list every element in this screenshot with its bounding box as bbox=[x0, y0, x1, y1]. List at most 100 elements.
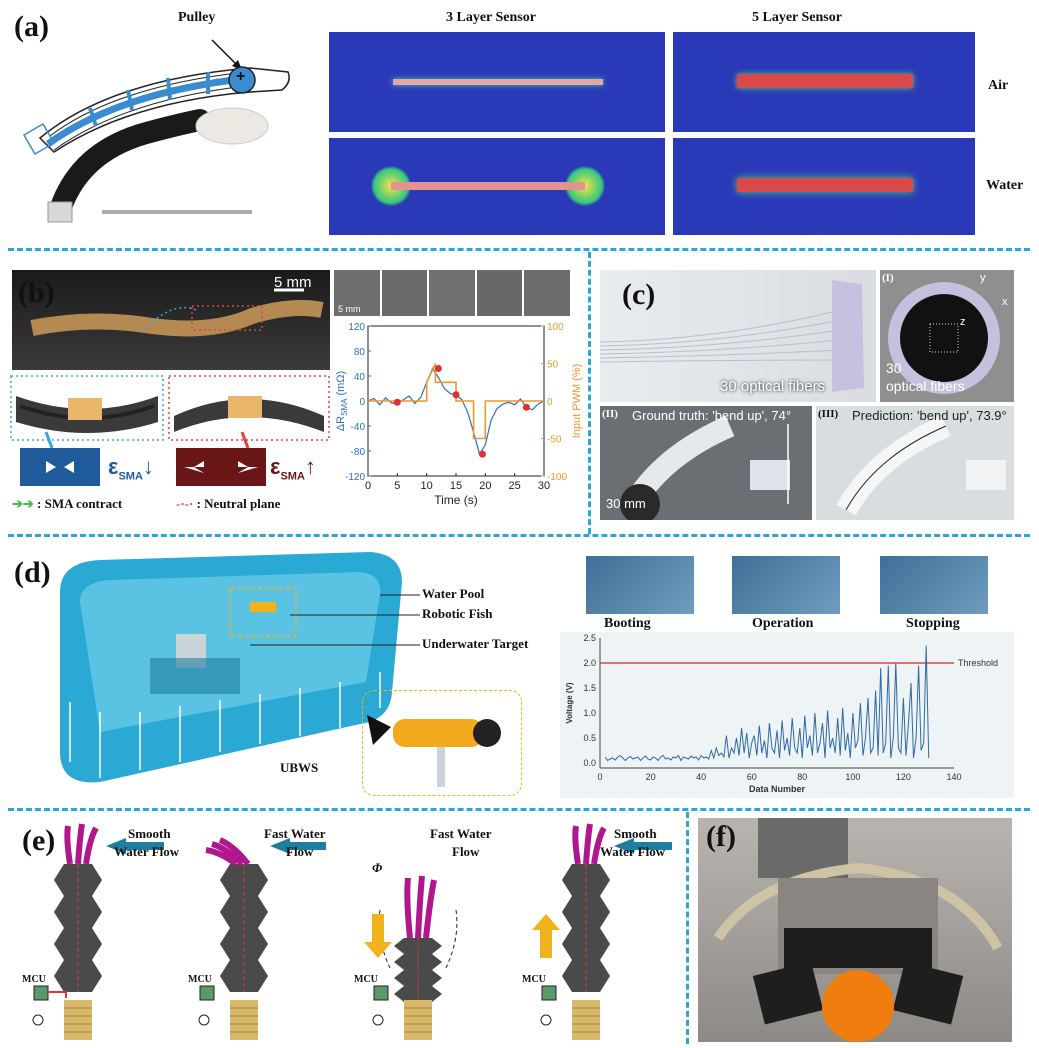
prediction-photo bbox=[816, 406, 1014, 520]
y-tick-label: 0.0 bbox=[583, 758, 596, 768]
c-inset1-tag: (I) bbox=[882, 272, 894, 284]
data-marker bbox=[522, 403, 530, 411]
y-tick-label-left: -80 bbox=[351, 447, 366, 458]
mcu-2: MCU bbox=[188, 974, 212, 985]
flow-2-line2: Flow bbox=[286, 844, 314, 859]
x-tick-label: 140 bbox=[946, 772, 961, 782]
x-tick-label: 40 bbox=[696, 772, 706, 782]
mcu-4: MCU bbox=[522, 974, 546, 985]
sim-3-air bbox=[329, 32, 665, 132]
flow-1-line1: Smooth bbox=[128, 826, 171, 841]
x-tick-label: 0 bbox=[365, 480, 371, 492]
fiber-photo bbox=[600, 270, 876, 402]
c-axis-x: x bbox=[1002, 296, 1008, 308]
sim-5-air bbox=[673, 32, 975, 132]
divider-mid bbox=[8, 534, 1030, 537]
panel-e-label: (e) bbox=[22, 824, 56, 857]
legend-contract: ➔➔ : SMA contract bbox=[12, 496, 122, 512]
c-inset2-tag: (II) bbox=[602, 408, 618, 420]
stage-photo-stopping bbox=[880, 556, 988, 614]
b-frame bbox=[476, 270, 523, 316]
x-axis-label: Time (s) bbox=[434, 493, 478, 507]
stage-stopping: Stopping bbox=[906, 616, 960, 631]
pulley-symbol: + bbox=[236, 68, 246, 85]
x-tick-label: 80 bbox=[797, 772, 807, 782]
y-tick-label-right: 100 bbox=[547, 322, 564, 333]
double-arrow-icon: ➔➔ bbox=[12, 496, 34, 511]
stage-operation: Operation bbox=[752, 616, 814, 631]
legend-contract-text: : SMA contract bbox=[37, 496, 123, 511]
mcu-1: MCU bbox=[22, 974, 46, 985]
c-scale-bar: 30 mm bbox=[606, 496, 646, 511]
b-strip-scale: 5 mm bbox=[338, 304, 361, 314]
data-marker bbox=[434, 365, 442, 372]
y-tick-label: 2.5 bbox=[583, 633, 596, 643]
x-tick-label: 100 bbox=[845, 772, 860, 782]
c-inset3-label: Prediction: 'bend up', 73.9° bbox=[852, 408, 1007, 423]
mcu-3: MCU bbox=[354, 974, 378, 985]
panel-a-label: (a) bbox=[14, 10, 49, 43]
y-axis-label-right: Input PWM (%) bbox=[571, 364, 583, 439]
x-tick-label: 30 bbox=[538, 480, 550, 492]
ground-truth-photo bbox=[600, 406, 812, 520]
flow-4-line1: Smooth bbox=[614, 826, 657, 841]
gripper-photo bbox=[698, 818, 1012, 1042]
d-stage-photos bbox=[586, 556, 994, 614]
b-frame bbox=[524, 270, 570, 316]
bellows-illustration bbox=[32, 823, 672, 1041]
divider-ef bbox=[686, 812, 689, 1044]
y-tick-label-right: -50 bbox=[547, 435, 562, 446]
legend-neutral-text: : Neutral plane bbox=[196, 496, 281, 511]
arrow-down-icon: ↓ bbox=[142, 454, 154, 479]
sensor-strip-photo bbox=[12, 270, 330, 370]
col-3-layer: 3 Layer Sensor bbox=[446, 10, 536, 25]
x-axis-label: Data Number bbox=[749, 784, 806, 794]
y-tick-label-right: -100 bbox=[547, 472, 567, 483]
b-frame bbox=[381, 270, 428, 316]
phi-label: Φ bbox=[372, 860, 383, 875]
y-label-left-unit: (mΩ) bbox=[335, 371, 347, 399]
y-tick-label-left: 0 bbox=[359, 397, 365, 408]
y-axis-label: Voltage (V) bbox=[565, 682, 574, 724]
label-robotic-fish: Robotic Fish bbox=[422, 606, 493, 621]
bending-schematic bbox=[10, 375, 330, 486]
x-tick-label: 25 bbox=[509, 480, 521, 492]
eps-down-sub: SMA bbox=[118, 470, 143, 483]
arrow-up-icon: ↑ bbox=[304, 454, 316, 479]
series-line-1 bbox=[367, 367, 545, 456]
divider-top bbox=[8, 248, 1030, 251]
threshold-label: Threshold bbox=[958, 658, 998, 668]
label-water-pool: Water Pool bbox=[422, 586, 485, 601]
fiber-cross-section bbox=[880, 270, 1014, 402]
y-tick-label-left: 80 bbox=[354, 347, 366, 358]
c-inset1-label-1: 30 bbox=[886, 360, 902, 376]
label-underwater-target: Underwater Target bbox=[422, 636, 529, 651]
y-tick-label-left: -40 bbox=[351, 422, 366, 433]
x-tick-label: 15 bbox=[450, 480, 462, 492]
pulley-label: Pulley bbox=[178, 10, 216, 25]
stage-photo-operation bbox=[732, 556, 840, 614]
data-marker bbox=[452, 391, 460, 399]
panel-c-label: (c) bbox=[622, 278, 656, 311]
panel-b-label: (b) bbox=[18, 276, 55, 309]
c-inset2-label: Ground truth: 'bend up', 74° bbox=[632, 408, 792, 423]
data-marker bbox=[393, 398, 401, 406]
y-axis-label-left: ΔRSMA (mΩ) bbox=[335, 371, 349, 431]
divider-bc bbox=[588, 252, 591, 534]
dashdot-line-icon: -·-· bbox=[176, 496, 194, 511]
x-tick-label: 20 bbox=[479, 480, 491, 492]
data-marker bbox=[478, 450, 486, 458]
fish-inset bbox=[362, 690, 522, 796]
pool-leader-lines bbox=[250, 594, 420, 646]
b-frame-strip bbox=[334, 270, 570, 316]
sim-5-water bbox=[673, 138, 975, 235]
y-label-left-sub: SMA bbox=[340, 398, 349, 416]
voltage-series-1 bbox=[604, 645, 930, 762]
y-tick-label-left: 120 bbox=[348, 322, 365, 333]
panel-d-label: (d) bbox=[14, 556, 51, 589]
x-tick-label: 5 bbox=[394, 480, 400, 492]
flow-3-line2: Flow bbox=[452, 844, 480, 859]
stage-photo-booting bbox=[586, 556, 694, 614]
